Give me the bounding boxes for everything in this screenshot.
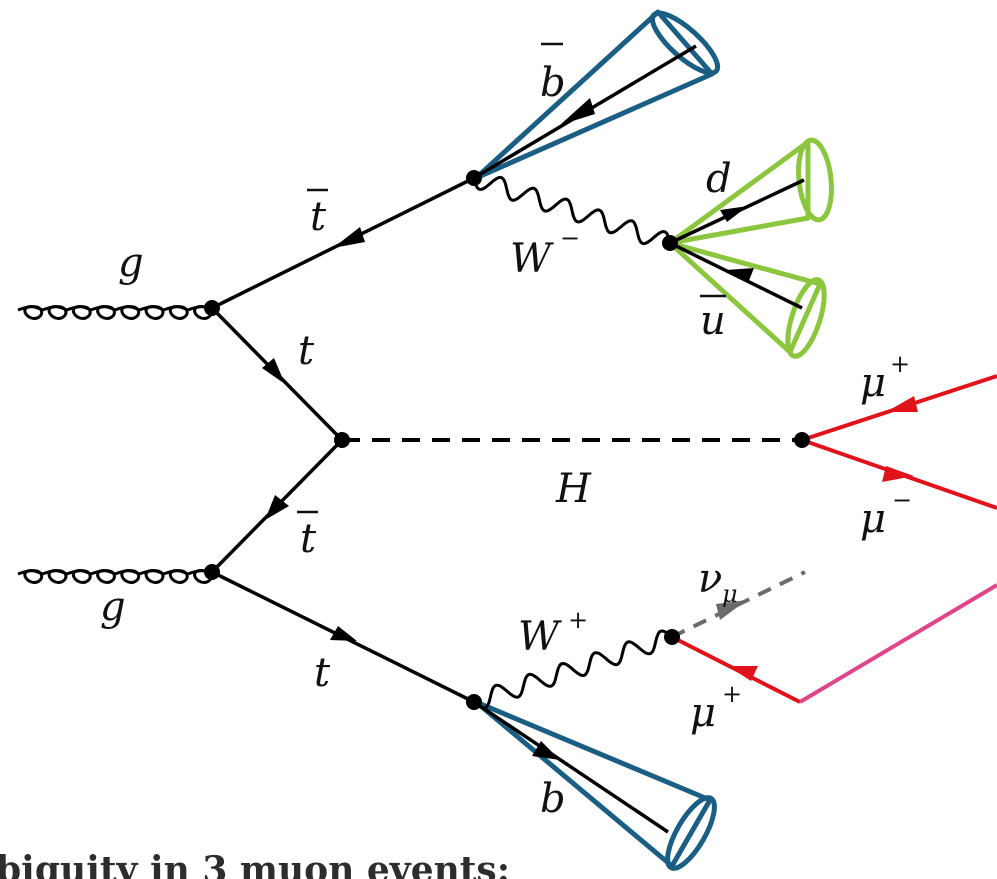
label-bbar: b [540, 42, 566, 106]
label-w-minus: W − [510, 224, 580, 282]
caption-text: biguity in 3 muon events: [0, 849, 510, 879]
svg-text:+: + [890, 350, 910, 378]
vertex-higgs [334, 432, 350, 448]
label-t-upper: t [298, 328, 315, 374]
t-lower-arrow [330, 626, 357, 641]
svg-text:μ: μ [690, 690, 716, 736]
label-mu-plus-lower: μ + [690, 680, 742, 736]
label-gluon-top: g [118, 240, 144, 286]
vertex-w-plus [664, 629, 680, 645]
vertex-w-minus [662, 235, 678, 251]
label-tbar-upper: t [307, 188, 328, 240]
b-jet-cone [473, 699, 717, 871]
vertex-gluon-bottom [204, 564, 220, 580]
mu-extra-line [798, 583, 997, 704]
label-gluon-bottom: g [100, 584, 126, 630]
tbar-lower-arrow [265, 495, 289, 520]
svg-text:μ: μ [860, 496, 886, 542]
svg-text:μ: μ [860, 360, 886, 406]
label-mu-plus-upper: μ + [860, 350, 910, 406]
d-arrow [720, 206, 748, 222]
vertex-higgs-decay [794, 432, 810, 448]
neutrino-arrow [716, 600, 747, 620]
label-w-plus: W + [518, 606, 588, 660]
svg-text:W: W [518, 614, 562, 660]
label-tbar-lower: t [297, 510, 318, 562]
vertex-tbar-decay [466, 170, 482, 186]
gluon-bottom-line [17, 568, 213, 584]
label-b: b [540, 776, 566, 822]
svg-text:+: + [722, 680, 742, 708]
ubar-arrow [726, 268, 754, 283]
label-ubar-quark: u [700, 294, 726, 344]
svg-text:−: − [892, 486, 912, 514]
svg-text:−: − [560, 224, 580, 252]
svg-text:t: t [310, 194, 327, 240]
svg-text:ν: ν [698, 556, 722, 602]
svg-text:+: + [568, 606, 588, 634]
svg-text:μ: μ [722, 580, 738, 608]
d-jet-cone [667, 137, 834, 246]
svg-text:t: t [300, 516, 317, 562]
vertex-gluon-top [204, 300, 220, 316]
svg-text:u: u [700, 298, 726, 344]
bbar-jet-cone [473, 9, 721, 181]
w-minus-line [472, 175, 672, 246]
mu-plus-upper-arrow [886, 396, 918, 412]
label-t-lower: t [314, 650, 331, 696]
label-higgs: H [555, 466, 592, 512]
bbar-arrow [560, 98, 595, 125]
label-mu-minus: μ − [860, 486, 912, 542]
mu-plus-lower-arrow [728, 666, 758, 681]
vertices [204, 170, 810, 710]
svg-text:b: b [540, 60, 566, 106]
vertex-t-decay [466, 694, 482, 710]
b-arrow [532, 741, 560, 760]
svg-text:W: W [510, 236, 554, 282]
t-upper-arrow [262, 358, 285, 384]
mu-minus-arrow [882, 466, 914, 482]
gluon-top-line [17, 304, 213, 320]
label-d-quark: d [706, 156, 732, 202]
b-line [473, 700, 669, 834]
w-plus-line [473, 629, 673, 710]
ubar-jet-cone [667, 240, 827, 359]
tbar-upper-arrow [333, 227, 365, 248]
label-neutrino: ν μ [698, 556, 738, 608]
